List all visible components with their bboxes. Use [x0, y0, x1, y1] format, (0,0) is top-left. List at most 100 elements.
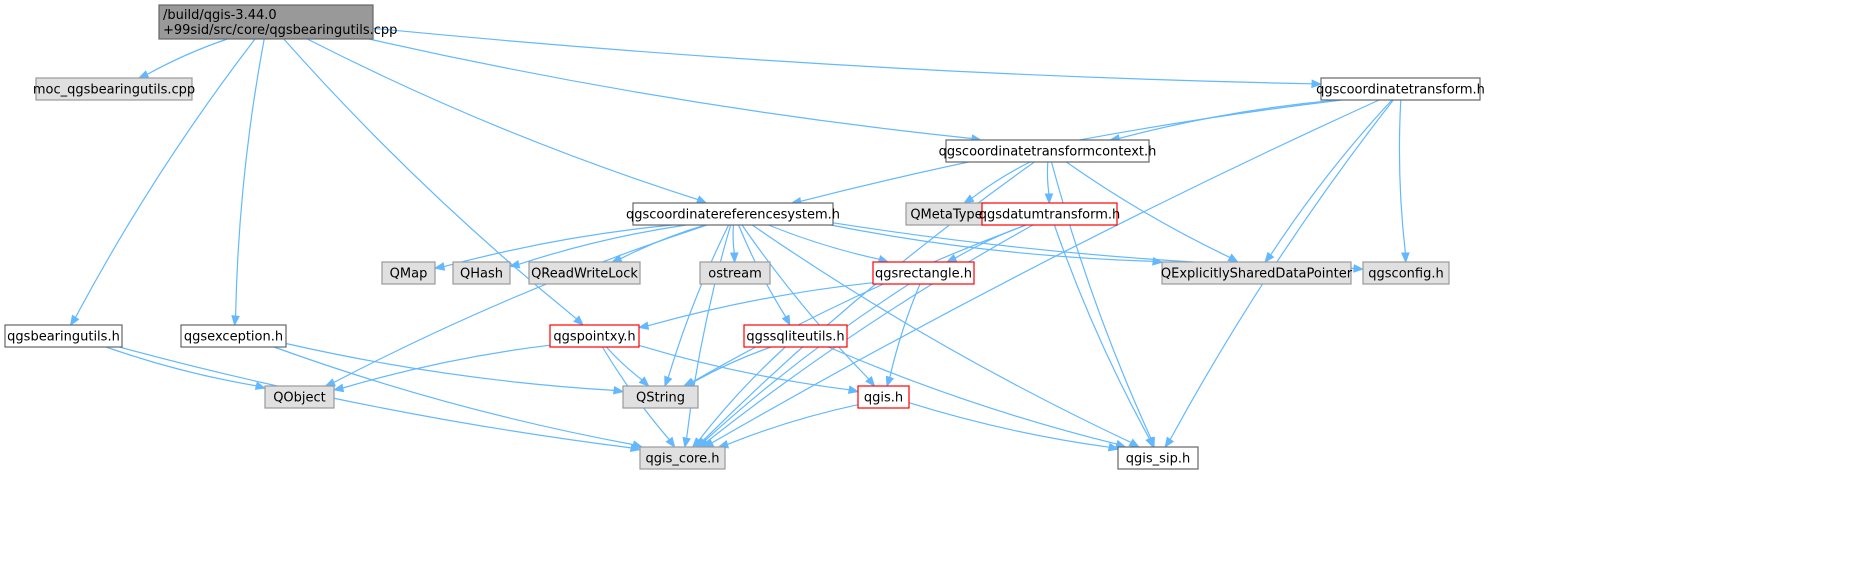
edge-line [686, 224, 732, 439]
edge-qgscoordinatereferencesystem-to-qgis [741, 224, 876, 388]
edge-arrowhead [69, 314, 80, 327]
edge-line [368, 38, 973, 140]
node-moc[interactable]: moc_qgsbearingutils.cpp [33, 77, 195, 101]
edge-arrowhead [638, 376, 650, 387]
edge-qgscoordinatetransform-to-qexplicitlyshareddatapointer [1264, 99, 1393, 264]
node-qgscoordinatetransformcontext[interactable]: qgscoordinatetransformcontext.h [939, 139, 1157, 163]
edge-line [732, 224, 735, 254]
edge-line [667, 224, 730, 378]
node-qgsexception[interactable]: qgsexception.h [180, 324, 287, 348]
edge-arrowhead [729, 252, 739, 264]
node-box [35, 77, 193, 101]
edge-qgspointxy-to-qobject [332, 344, 551, 393]
node-qgspointxy[interactable]: qgspointxy.h [549, 324, 640, 348]
node-root: /build/qgis-3.44.0+99sid/src/core/qgsbea… [158, 4, 397, 40]
node-qgscoordinatereferencesystem[interactable]: qgscoordinatereferencesystem.h [626, 202, 840, 226]
node-qgis[interactable]: qgis.h [857, 385, 910, 409]
edge-arrowhead [1311, 79, 1323, 89]
edge-line [372, 27, 1313, 85]
node-qobject[interactable]: QObject [264, 385, 335, 409]
edge-root-to-qgsbearingutils [69, 38, 256, 327]
node-label: qgsconfig.h [1368, 267, 1443, 282]
node-qgsdatumtransform[interactable]: qgsdatumtransform.h [979, 202, 1121, 226]
edge-arrowhead [631, 440, 644, 449]
edge-line [751, 224, 1132, 444]
edge-qgis-to-qgis_sip [908, 402, 1120, 452]
edge-arrowhead [665, 436, 676, 449]
edge-arrowhead [664, 375, 673, 388]
node-qgsbearingutils[interactable]: qgsbearingutils.h [4, 324, 123, 348]
edge-arrowhead [691, 437, 703, 449]
node-qgis_sip[interactable]: qgis_sip.h [1117, 446, 1199, 470]
edge-arrowhead [1264, 251, 1275, 264]
edge-line [706, 224, 1034, 443]
node-label: qgsdatumtransform.h [979, 208, 1121, 223]
edge-line [1270, 99, 1393, 256]
edge-arrowhead [433, 262, 446, 271]
node-box [1320, 77, 1481, 101]
node-qmap[interactable]: QMap [381, 261, 436, 285]
node-box [4, 324, 123, 348]
node-qgscoordinatetransform[interactable]: qgscoordinatetransform.h [1316, 77, 1485, 101]
edge-arrowhead [1044, 193, 1054, 205]
edge-arrowhead [613, 385, 625, 395]
node-label: QObject [273, 391, 326, 406]
edge-arrowhead [231, 315, 240, 327]
node-box [528, 261, 641, 285]
node-qhash[interactable]: QHash [452, 261, 511, 285]
edge-line [711, 99, 1380, 444]
edge-arrowhead [1227, 253, 1239, 263]
node-label: qgsexception.h [184, 330, 283, 345]
node-label: QExplicitlySharedDataPointer [1161, 267, 1353, 282]
node-box [945, 139, 1150, 163]
edge-arrowhead [637, 321, 650, 330]
edge-arrowhead [254, 381, 267, 390]
edge-line [285, 342, 615, 391]
edge-line [702, 161, 1035, 442]
node-qgsrectangle[interactable]: qgsrectangle.h [872, 261, 975, 285]
edge-qgscoordinatereferencesystem-to-qgis_core [682, 224, 732, 449]
edges-layer [69, 27, 1410, 453]
edge-arrowhead [1401, 252, 1410, 264]
node-label: QMetaType [910, 208, 982, 223]
node-box [1362, 261, 1450, 285]
edge-line [342, 344, 551, 389]
node-qmetatype[interactable]: QMetaType [905, 202, 988, 226]
edge-arrowhead [508, 259, 521, 269]
edge-line [235, 38, 265, 317]
node-box [180, 324, 287, 348]
edge-qgscoordinatetransform-to-qgscoordinatetransformcontext [1108, 99, 1338, 143]
node-box [699, 261, 771, 285]
node-box [639, 446, 726, 470]
edge-line [727, 404, 859, 445]
edge-arrowhead [781, 314, 791, 327]
node-qgis_core[interactable]: qgis_core.h [639, 446, 726, 470]
node-qexplicitlyshareddatapointer[interactable]: QExplicitlySharedDataPointer [1161, 261, 1353, 285]
node-qstring[interactable]: QString [622, 385, 699, 409]
node-ostream[interactable]: ostream [699, 261, 771, 285]
node-box [743, 324, 848, 348]
edge-arrowhead [695, 195, 708, 204]
edge-line [1046, 161, 1050, 195]
node-qgssqliteutils[interactable]: qgssqliteutils.h [743, 324, 848, 348]
node-label: qgis.h [864, 391, 903, 406]
edge-line [1065, 161, 1231, 259]
node-box [622, 385, 699, 409]
edge-arrowhead [1107, 442, 1120, 452]
edge-root-to-moc [137, 38, 228, 79]
node-box [158, 4, 374, 40]
node-qgsconfig[interactable]: qgsconfig.h [1362, 261, 1450, 285]
node-label: qgis_sip.h [1126, 452, 1190, 467]
node-label: qgis_core.h [646, 452, 720, 467]
edge-qgsbearingutils-to-qobject [105, 346, 267, 390]
edge-line [74, 38, 256, 318]
edge-arrowhead [1145, 436, 1154, 449]
node-qreadwritelock[interactable]: QReadWriteLock [528, 261, 641, 285]
edge-qgscoordinatereferencesystem-to-qmap [433, 224, 673, 271]
edge-line [638, 344, 850, 391]
node-label: qgspointxy.h [553, 330, 635, 345]
edge-qgsrectangle-to-qgspointxy [637, 282, 874, 330]
edge-qgscoordinatereferencesystem-to-qgis_sip [751, 224, 1140, 448]
node-label: qgsrectangle.h [875, 267, 972, 282]
